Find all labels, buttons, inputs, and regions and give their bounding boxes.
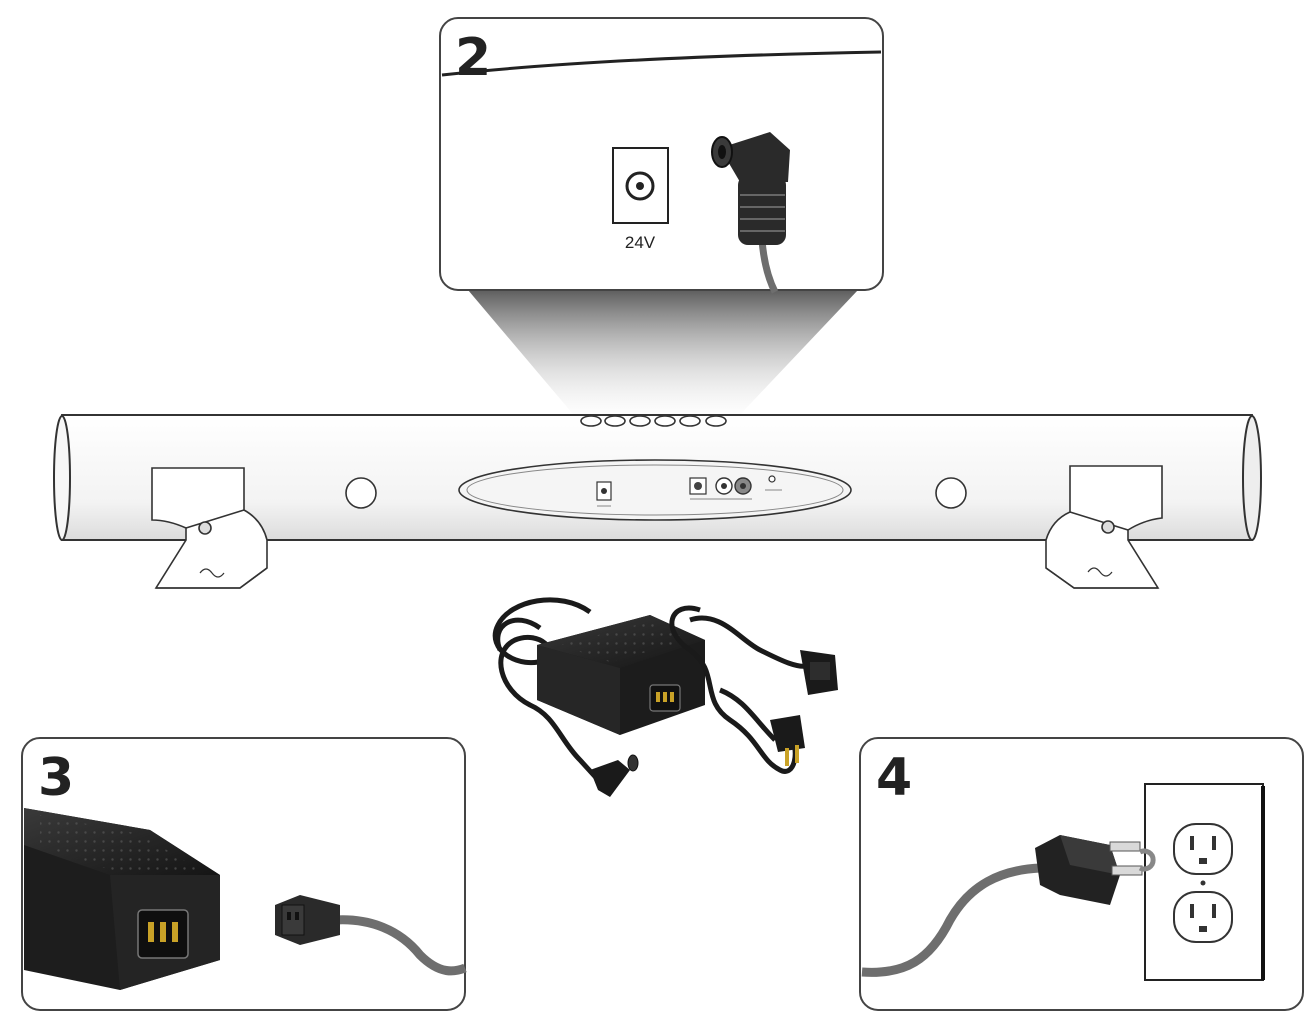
wall-outlet-icon (1144, 783, 1265, 981)
power-adapter-icon (492, 597, 838, 797)
mount-hole-right (935, 477, 967, 509)
step-2-panel: 2 24V (439, 17, 884, 294)
step-3-panel: 3 (21, 737, 467, 1011)
top-buttons (580, 415, 727, 427)
jack-voltage-label: 24V (625, 233, 656, 252)
iec-connector-icon (275, 895, 467, 976)
step-2-number: 2 (455, 28, 491, 88)
zoom-beam (468, 290, 858, 420)
soundbar (53, 414, 1262, 589)
bracket-left (151, 467, 268, 589)
step-3-number: 3 (38, 748, 74, 808)
step-4-panel: 4 (859, 737, 1304, 1011)
mount-hole-left (345, 477, 377, 509)
adapter-closeup (24, 808, 220, 990)
bracket-right (1045, 465, 1163, 589)
right-angle-plug-icon (711, 132, 790, 294)
ac-plug-icon (861, 835, 1156, 977)
step-4-number: 4 (876, 748, 912, 808)
rear-connector-panel (458, 459, 852, 521)
dc-jack-icon (612, 147, 669, 224)
